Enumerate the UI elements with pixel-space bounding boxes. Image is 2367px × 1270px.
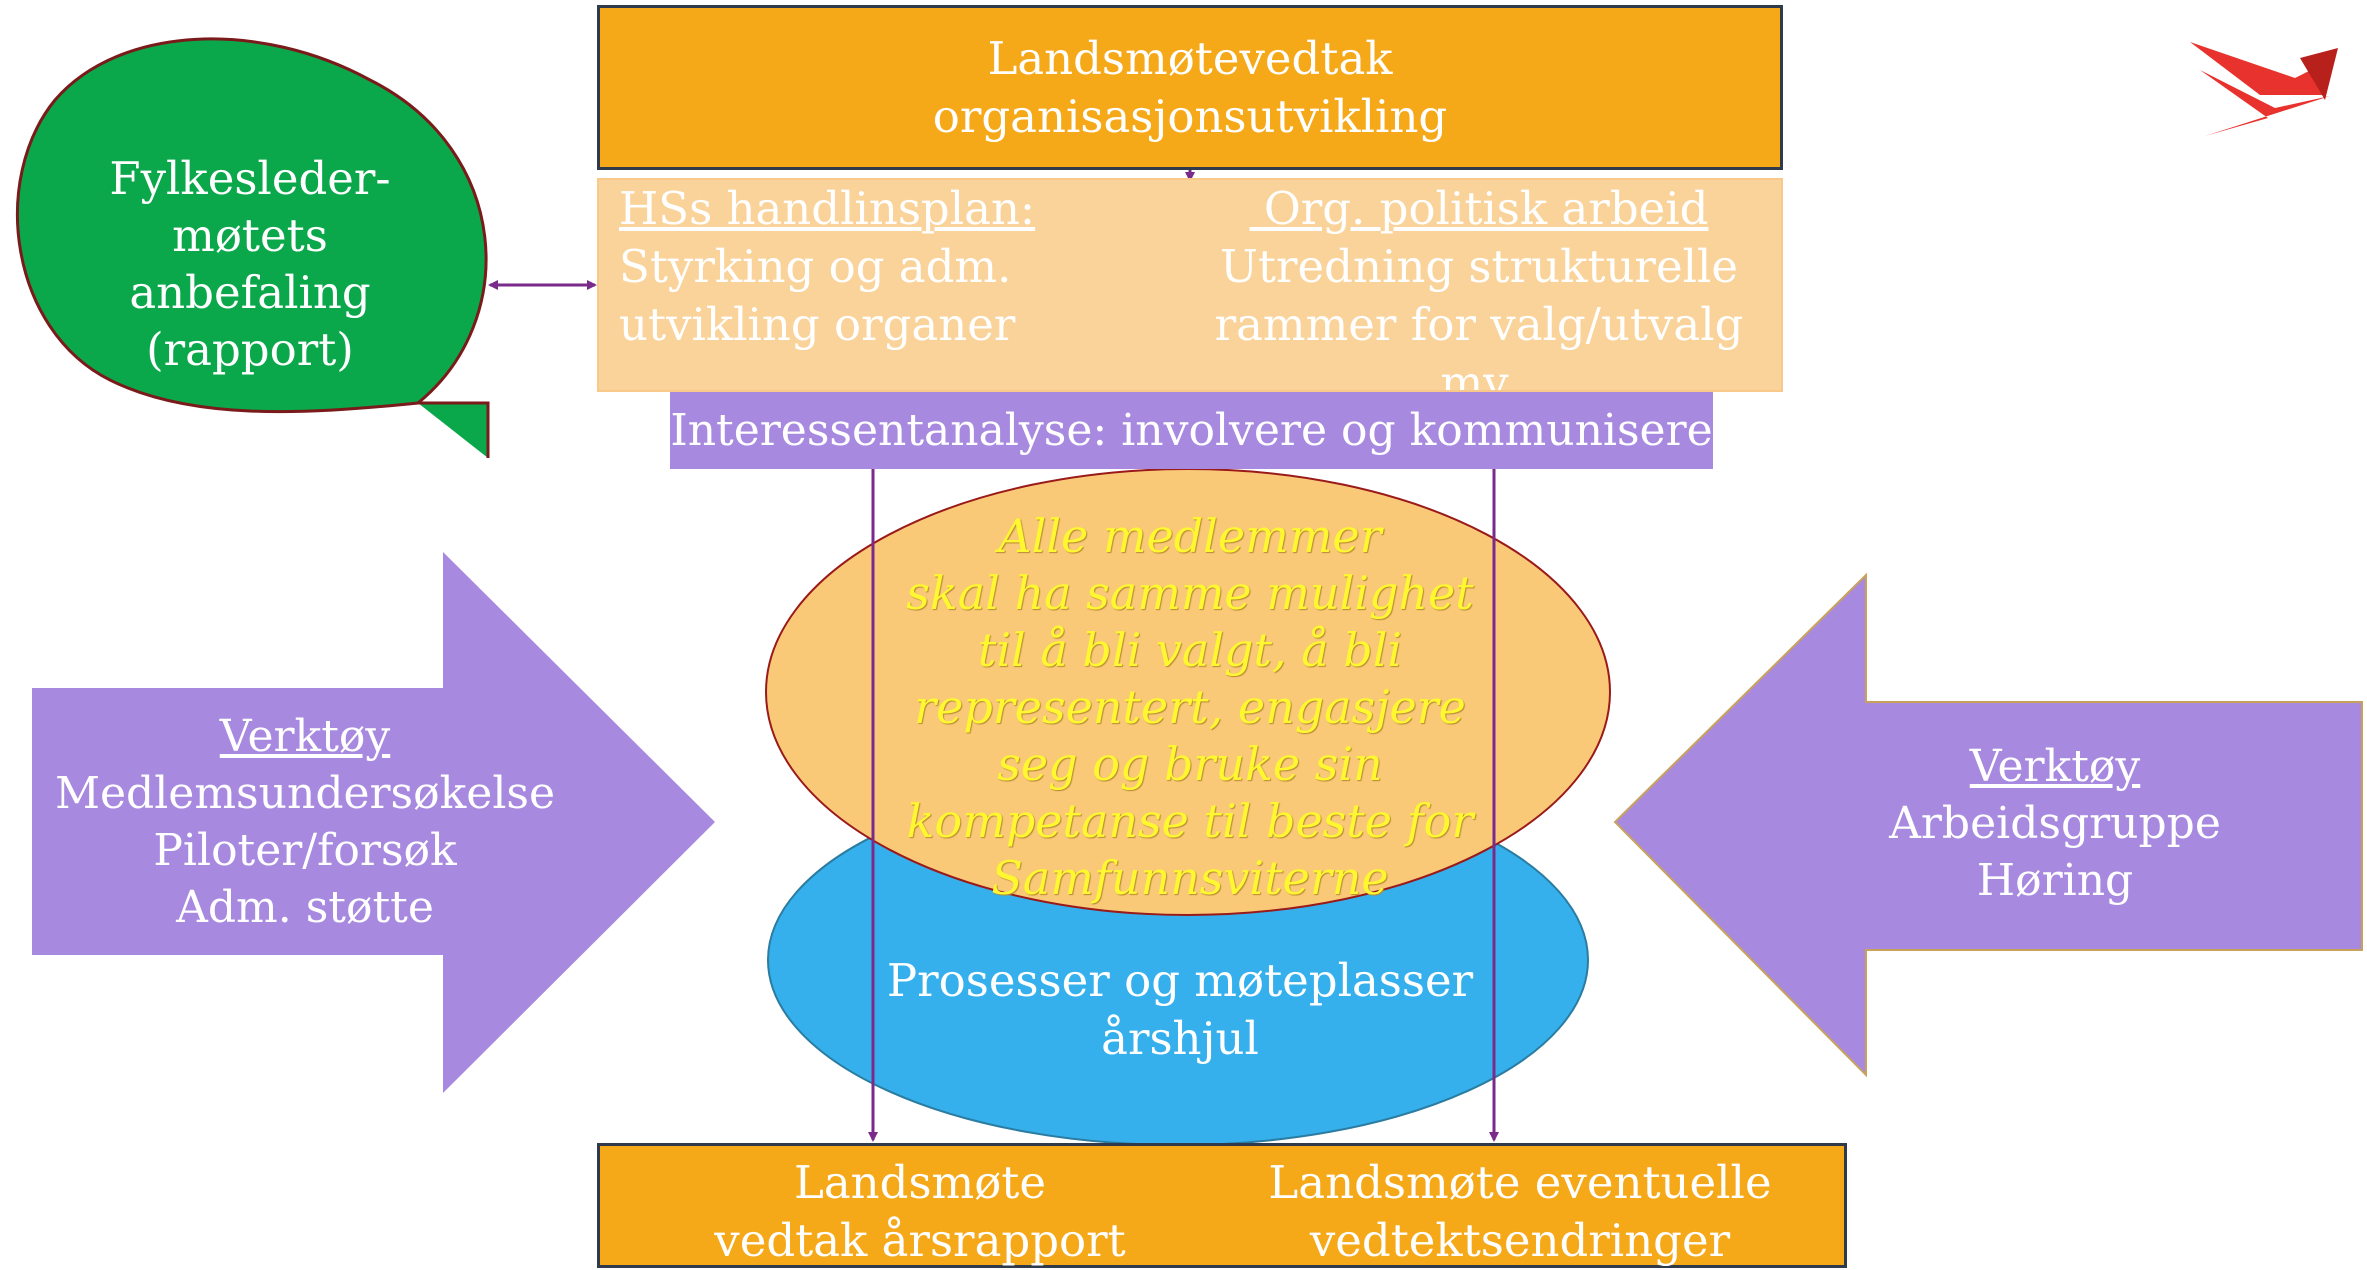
- statute-amendments-line-1: Landsmøte eventuelle: [1268, 1156, 1772, 1209]
- action-plan-line-1: Styrking og adm.: [619, 240, 1012, 293]
- goal-ellipse: Alle medlemmer skal ha samme mulighet ti…: [880, 508, 1500, 907]
- goal-line-4: representert, engasjere: [914, 680, 1466, 734]
- resolution-line-2: organisasjonsutvikling: [932, 89, 1448, 143]
- statute-amendments-decision: Landsmøte eventuelle vedtektsendringer: [1220, 1154, 1820, 1270]
- right-tools-arrow-shape: [1613, 572, 2363, 1078]
- left-tools-line-1: Medlemsundersøkelse: [54, 768, 556, 819]
- bubble-line-1: Fylkesleder-: [109, 152, 391, 205]
- bubble-line-2: møtets: [172, 209, 328, 262]
- annual-report-line-1: Landsmøte: [793, 1156, 1047, 1209]
- left-tools-arrow: Verktøy Medlemsundersøkelse Piloter/fors…: [30, 708, 580, 936]
- goal-ellipse-shape: [765, 468, 1611, 916]
- right-tools-arrow: Verktøy Arbeidsgruppe Høring: [1830, 738, 2280, 909]
- right-tools-heading: Verktøy: [1969, 741, 2141, 792]
- right-tools-line-1: Arbeidsgruppe: [1889, 798, 2221, 849]
- left-tools-line-2: Piloter/forsøk: [153, 825, 457, 876]
- stakeholder-analysis-label: Interessentanalyse: involvere og kommuni…: [670, 405, 1713, 456]
- resolution-box: Landsmøtevedtak organisasjonsutvikling: [597, 5, 1783, 170]
- bubble-line-4: (rapport): [146, 323, 354, 376]
- goal-line-6: kompetanse til beste for: [906, 794, 1474, 848]
- political-work-line-1: Utredning strukturelle: [1220, 240, 1738, 293]
- resolution-line-1: Landsmøtevedtak: [987, 31, 1393, 85]
- recommendation-bubble-shape: [15, 37, 490, 458]
- assembly-decisions-box: Landsmøte vedtak årsrapport Landsmøte ev…: [597, 1143, 1847, 1268]
- stakeholder-analysis-bar: Interessentanalyse: involvere og kommuni…: [670, 392, 1713, 469]
- process-ellipse: Prosesser og møteplasser årshjul: [860, 952, 1500, 1068]
- action-plan-heading: HSs handlinsplan:: [619, 182, 1036, 235]
- process-line-1: Prosesser og møteplasser: [886, 954, 1474, 1007]
- process-line-2: årshjul: [1101, 1012, 1259, 1065]
- annual-report-line-2: vedtak årsrapport: [714, 1214, 1126, 1267]
- bubble-line-3: anbefaling: [129, 266, 371, 319]
- goal-line-5: seg og bruke sin: [997, 737, 1383, 791]
- left-tools-arrow-shape: [32, 552, 715, 1093]
- left-tools-heading: Verktøy: [219, 711, 391, 762]
- political-work-column: Org. politisk arbeid Utredning strukture…: [1169, 180, 1781, 392]
- action-plan-box: HSs handlinsplan: Styrking og adm. utvik…: [597, 178, 1783, 392]
- goal-line-3: til å bli valgt, å bli: [977, 623, 1403, 677]
- goal-line-7: Samfunnsviterne: [991, 851, 1389, 905]
- recommendation-bubble: Fylkesleder- møtets anbefaling (rapport): [40, 150, 460, 378]
- political-work-line-2: rammer for valg/utvalg: [1214, 298, 1744, 351]
- right-tools-line-2: Høring: [1976, 855, 2134, 906]
- annual-report-decision: Landsmøte vedtak årsrapport: [600, 1154, 1240, 1270]
- samfunnsviterne-logo: [2190, 42, 2338, 136]
- political-work-heading: Org. politisk arbeid: [1249, 182, 1709, 235]
- left-tools-line-3: Adm. støtte: [176, 882, 434, 933]
- statute-amendments-line-2: vedtektsendringer: [1309, 1214, 1731, 1267]
- action-plan-line-2: utvikling organer: [619, 298, 1016, 351]
- goal-line-2: skal ha samme mulighet: [906, 566, 1474, 620]
- goal-line-1: Alle medlemmer: [998, 509, 1382, 563]
- action-plan-left-column: HSs handlinsplan: Styrking og adm. utvik…: [619, 180, 1179, 354]
- political-work-line-3: mv.: [1440, 356, 1518, 392]
